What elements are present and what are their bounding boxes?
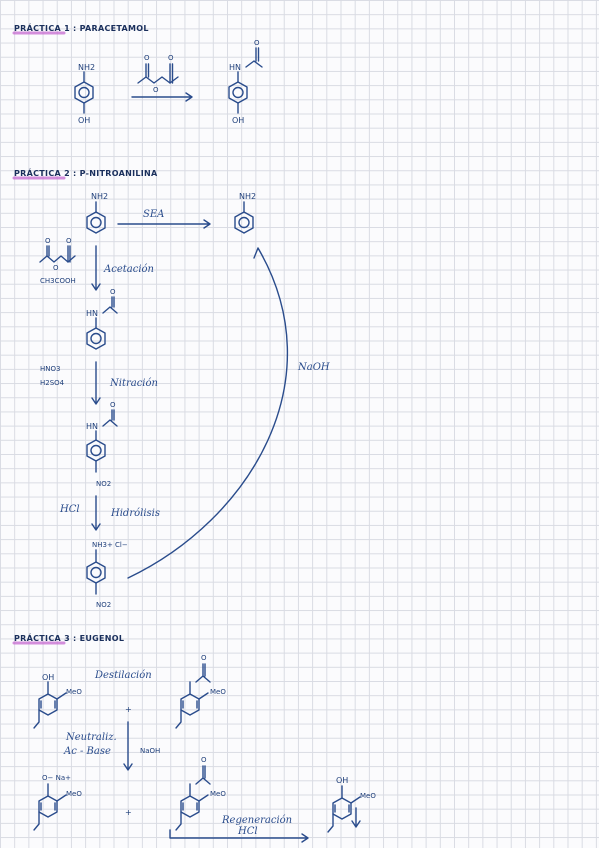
p-aminophenol-structure [74,71,94,114]
p2-int1-o: O [110,288,116,296]
p3-ac-base: Ac - Base [63,746,111,757]
p1-product-o: O [254,39,260,47]
eugenol-regenerated-structure [327,785,361,833]
p2-anhydride-o1: O [45,237,51,245]
p1-reactant-nh2: NH2 [78,63,95,72]
p2-int2-o: O [110,401,116,409]
aniline-start-structure [86,201,106,234]
p2-hcl: HCl [59,504,80,515]
p1-anhydride-o2: O [168,54,174,62]
p2-step-hidrolisis: Hidrólisis [110,508,160,519]
acetic-anhydride-structure [137,63,179,84]
p3-r3-salt: O− Na+ [42,774,71,782]
p2-anhydride-o2: O [66,237,72,245]
p2-naoh-curved-arrow [127,247,289,579]
p3-r5-oh: OH [336,776,348,785]
p3-r5-meo: MeO [360,792,376,800]
paracetamol-structure [228,47,263,114]
p2-arrow-1 [91,245,101,291]
p3-r4-meo: MeO [210,790,226,798]
p2-start-nh2: NH2 [91,192,108,201]
p3-r3-meo: MeO [66,790,82,798]
p-nitroanilinium-structure [86,549,106,595]
p2-step-nitracion: Nitración [109,378,158,389]
p2-int3-no2: NO2 [96,601,111,609]
p3-plus-1: + [125,705,132,714]
p2-end-nh2: NH2 [239,192,256,201]
practica1-title: PRÁCTICA 1 : PARACETAMOL [14,22,149,33]
p2-int2-no2: NO2 [96,480,111,488]
eugenyl-acetate-bottom-structure [175,765,211,831]
p1-anhydride-o3: O [153,86,159,94]
p2-arrow-2 [91,361,101,405]
p3-r2-o: O [201,654,207,662]
p2-sea-label: SEA [143,209,164,220]
p3-naoh: NaOH [140,747,160,755]
p3-r2-meo: MeO [210,688,226,696]
aniline-end-structure [234,201,254,234]
p2-anhydride-structure [39,245,76,263]
p2-h2so4: H2SO4 [40,379,65,387]
p2-step-acetacion: Acetación [103,264,154,275]
p2-sea-arrow [117,219,211,229]
p2-int3-ammonium: NH3+ Cl− [92,541,128,549]
p-nitroacetanilide-structure [86,409,118,473]
practica3-title: PRÁCTICA 3 : EUGENOL [14,632,124,643]
p3-arrow-down [123,721,133,771]
p3-plus-2: + [125,808,132,817]
p3-destilacion: Destilación [94,670,152,681]
p2-acetic-acid: CH3COOH [40,277,76,285]
p2-naoh: NaOH [297,362,330,373]
p1-reaction-arrow [131,92,193,102]
p2-arrow-3 [91,495,101,531]
p3-regeneracion: Regeneración [221,815,292,826]
practica2-title: PRÁCTICA 2 : P-NITROANILINA [14,167,158,178]
p1-product-oh: OH [232,116,244,125]
p3-r1-meo: MeO [66,688,82,696]
acetanilide-structure [86,296,118,350]
p2-int2-hn: HN [86,422,98,431]
p3-r4-o: O [201,756,207,764]
p2-int1-hn: HN [86,309,98,318]
eugenyl-acetate-top-structure [175,663,211,729]
p3-regeneration-arrow [169,829,309,843]
p1-product-hn: HN [229,63,241,72]
p1-anhydride-o1: O [144,54,150,62]
sodium-eugenolate-structure [33,783,67,831]
p2-anhydride-o3: O [53,264,59,272]
p3-regen-hcl: HCl [237,826,258,837]
p2-hno3: HNO3 [40,365,60,373]
eugenol-structure [33,681,67,729]
p1-reactant-oh: OH [78,116,90,125]
p3-r1-oh: OH [42,673,54,682]
p3-neutraliz: Neutraliz. [65,732,117,743]
